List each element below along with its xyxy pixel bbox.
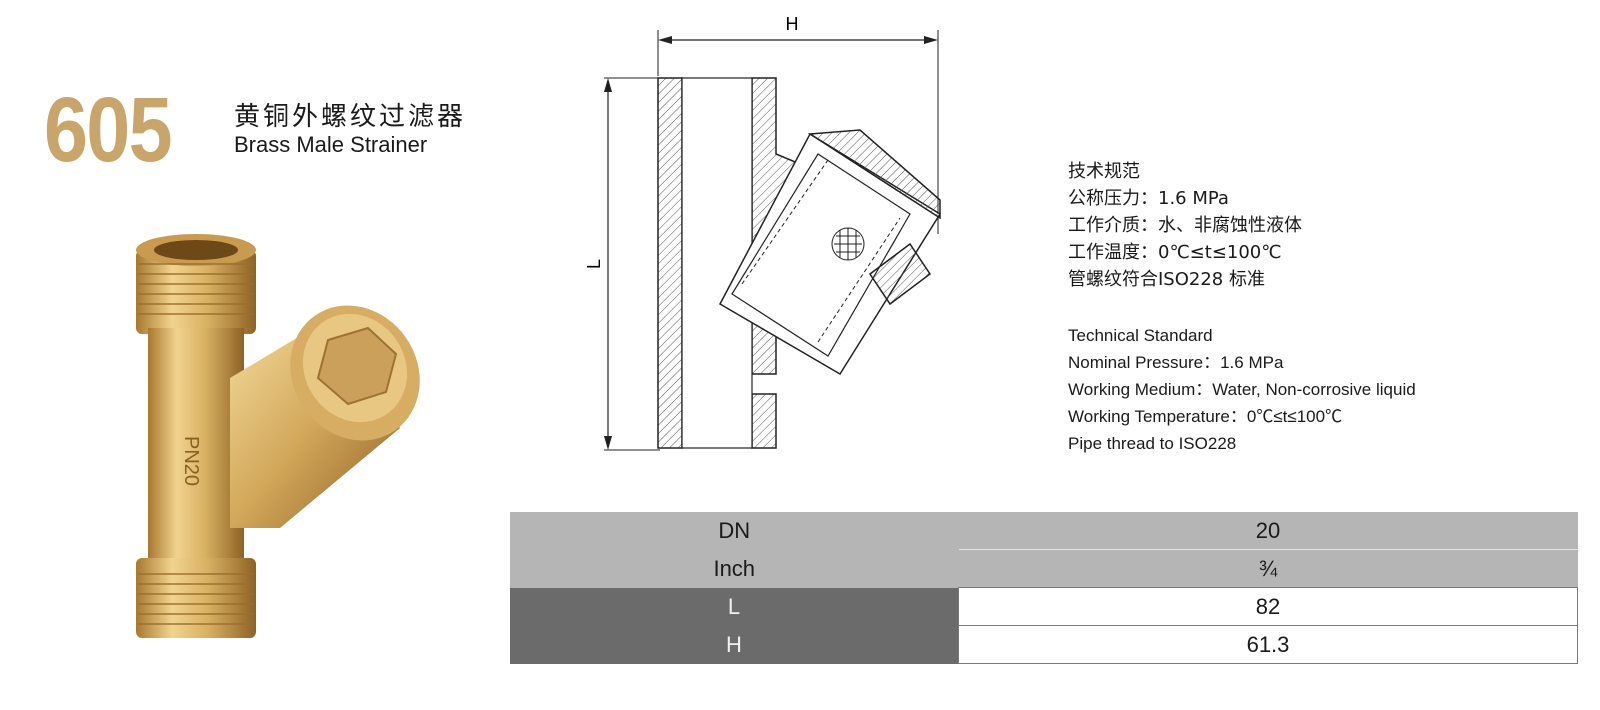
spec-temperature-en: Working Temperature：0℃≤t≤100℃	[1068, 407, 1343, 426]
spec-block-cn: 技术规范 公称压力：1.6 MPa 工作介质：水、非腐蚀性液体 工作温度：0℃≤…	[1068, 158, 1302, 293]
table-value-dn: 20	[958, 512, 1578, 550]
product-photo: PN20	[136, 234, 420, 638]
table-label-l: L	[510, 587, 959, 626]
spec-pressure-cn: 公称压力：1.6 MPa	[1068, 188, 1229, 209]
model-number: 605	[44, 79, 173, 181]
dimension-table: DN 20 Inch ¾ L 82 H 61.3	[510, 512, 1578, 664]
spec-thread-en: Pipe thread to ISO228	[1068, 434, 1237, 453]
product-title-cn: 黄铜外螺纹过滤器	[234, 102, 467, 132]
body-marking: PN20	[180, 436, 202, 486]
spec-medium-en: Working Medium：Water, Non-corrosive liqu…	[1068, 380, 1416, 399]
spec-block-en: Technical Standard Nominal Pressure：1.6 …	[1068, 322, 1416, 457]
dimension-l: L	[584, 259, 604, 269]
table-row: L 82	[510, 587, 1578, 626]
spec-heading-cn: 技术规范	[1068, 161, 1140, 182]
table-value-inch: ¾	[958, 549, 1578, 588]
spec-thread-cn: 管螺纹符合ISO228 标准	[1068, 269, 1265, 290]
dimension-h: H	[786, 14, 799, 34]
table-label-h: H	[510, 625, 959, 664]
table-value-h: 61.3	[958, 625, 1578, 664]
spec-heading-en: Technical Standard	[1068, 326, 1213, 345]
table-row: Inch ¾	[510, 549, 1578, 588]
spec-medium-cn: 工作介质：水、非腐蚀性液体	[1068, 215, 1302, 236]
technical-drawing: H L	[584, 14, 942, 451]
table-label-inch: Inch	[510, 549, 959, 588]
product-title-en: Brass Male Strainer	[234, 132, 428, 157]
table-value-l: 82	[958, 587, 1578, 626]
table-row: DN 20	[510, 512, 1578, 550]
table-label-dn: DN	[510, 512, 959, 550]
table-row: H 61.3	[510, 625, 1578, 664]
spec-temperature-cn: 工作温度：0℃≤t≤100℃	[1068, 242, 1282, 263]
spec-pressure-en: Nominal Pressure：1.6 MPa	[1068, 353, 1284, 372]
